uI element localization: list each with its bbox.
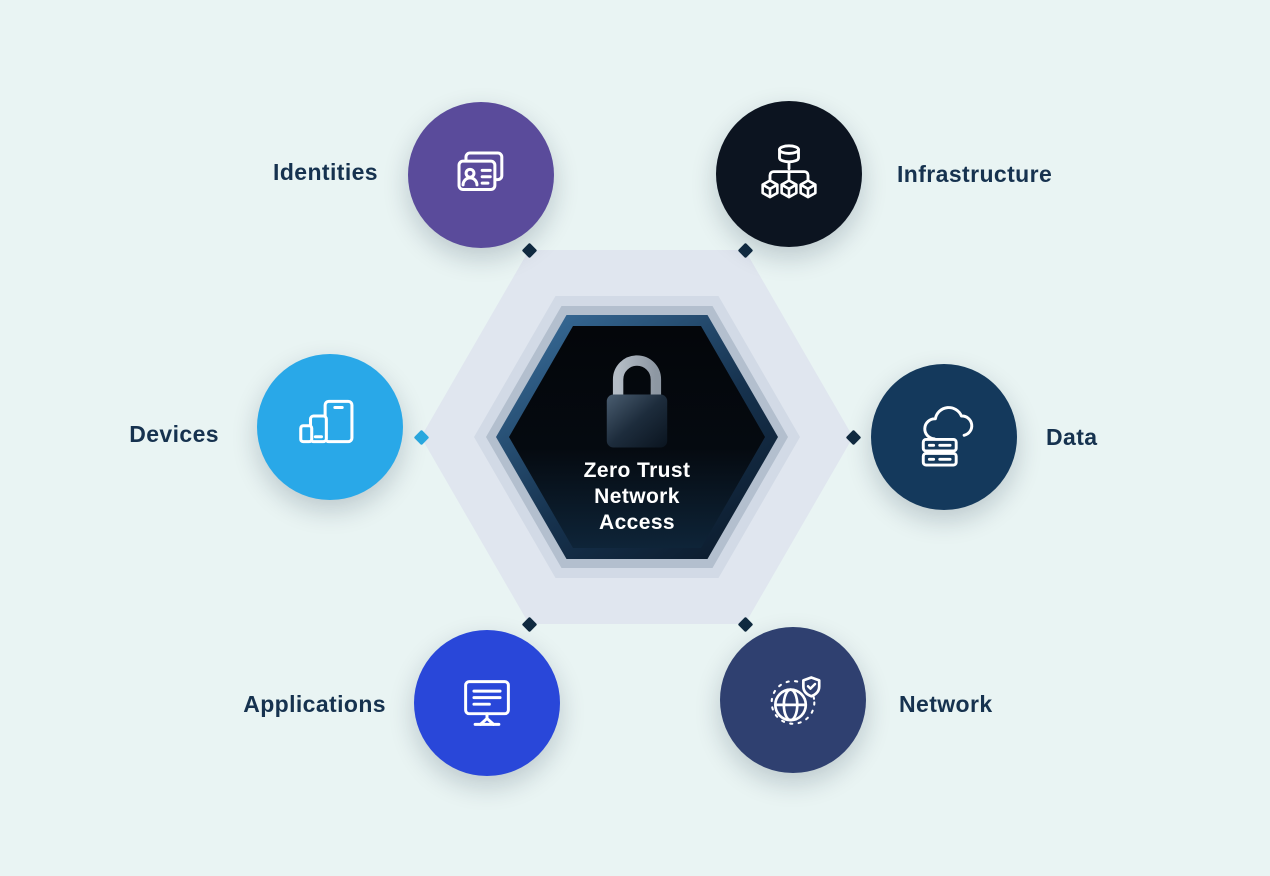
database-network-icon	[761, 144, 817, 199]
node-circle-infrastructure	[716, 101, 862, 247]
label-applications: Applications	[243, 691, 386, 717]
id-card-icon	[457, 151, 504, 191]
padlock-icon	[585, 336, 689, 460]
center-title: Zero Trust Network Access	[527, 458, 747, 536]
node-circle-network	[720, 627, 866, 773]
center-title-line-3: Access	[599, 511, 675, 534]
label-devices: Devices	[129, 421, 219, 447]
label-identities: Identities	[273, 159, 378, 185]
monitor-apps-icon	[464, 680, 510, 726]
cloud-servers-icon	[921, 406, 974, 467]
node-circle-applications	[414, 630, 560, 776]
node-circle-devices	[257, 354, 403, 500]
label-data: Data	[1046, 424, 1098, 450]
devices-icon	[299, 399, 354, 444]
label-infrastructure: Infrastructure	[897, 161, 1053, 187]
center-title-line-2: Network	[594, 485, 680, 508]
center-title-line-1: Zero Trust	[583, 459, 691, 482]
globe-shield-icon	[770, 676, 821, 725]
node-circle-data	[871, 364, 1017, 510]
label-network: Network	[899, 691, 993, 717]
node-circle-identities	[408, 102, 554, 248]
